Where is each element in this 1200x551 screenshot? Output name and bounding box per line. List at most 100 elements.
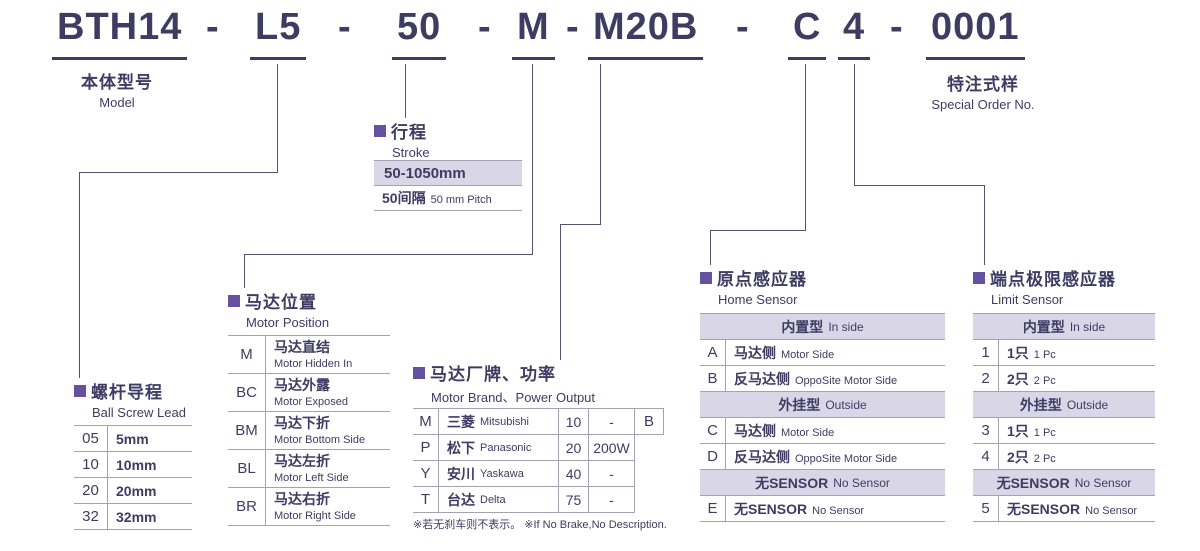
position-en: Motor Left Side (274, 471, 349, 484)
connector-home-v2 (710, 230, 711, 265)
lead-value: 5mm (116, 430, 149, 447)
motor-position-title-en: Motor Position (246, 315, 330, 330)
sensor-en: OppoSite Motor Side (795, 452, 898, 465)
lead-code: 10 (74, 452, 108, 477)
table-row: 4 2只 2 Pc (973, 444, 1155, 470)
group-header-zh: 外挂型 (778, 396, 821, 413)
stroke-title-zh: 行程 (391, 123, 427, 142)
table-header-row: 内置型 In side (973, 314, 1155, 340)
connector-limit-v2 (984, 185, 985, 265)
sensor-en: No Sensor (1085, 504, 1138, 517)
sensor-zh: 马达侧 (734, 344, 776, 361)
square-bullet-icon (700, 271, 712, 284)
position-code: BL (228, 450, 266, 487)
connector-lead-h (79, 172, 278, 173)
power-value: 200W (589, 435, 635, 460)
ball-screw-lead-section-title: 螺杆导程 Ball Screw Lead (74, 378, 186, 420)
lead-code: 20 (74, 478, 108, 503)
special-order-label-en: Special Order No. (931, 97, 1035, 112)
home-sensor-title-en: Home Sensor (718, 292, 798, 307)
code-segment-stroke: 50 (392, 6, 447, 60)
lead-value: 32mm (116, 508, 157, 525)
sensor-en: 1 Pc (1033, 348, 1056, 361)
table-row: A 马达侧 Motor Side (700, 340, 945, 366)
code-dash: - (338, 6, 351, 48)
square-bullet-icon (228, 294, 240, 307)
brand-code: Y (413, 461, 439, 486)
group-header-zh: 无SENSOR (996, 474, 1070, 491)
motor-brand-section-title: 马达厂牌、功率 Motor Brand、Power Output (413, 360, 595, 406)
group-header-zh: 无SENSOR (755, 474, 829, 491)
code-dash: - (478, 6, 491, 48)
table-row: 05 5mm (74, 426, 192, 452)
position-code: BR (228, 488, 266, 525)
position-zh: 马达下折 (274, 415, 330, 432)
square-bullet-icon (374, 124, 386, 137)
table-row: M 马达直结 Motor Hidden In (228, 336, 390, 374)
lead-value: 10mm (116, 456, 157, 473)
motor-brand-table: M 三菱 Mitsubishi 10 - P 松下 Panasonic 20 2… (413, 408, 635, 513)
sensor-zh: 反马达侧 (734, 448, 790, 465)
connector-brand-v1 (600, 64, 601, 224)
brand-zh: 台达 (447, 491, 475, 508)
table-row: D 反马达侧 OppoSite Motor Side (700, 444, 945, 470)
sensor-code: 3 (973, 418, 999, 443)
connector-position-v2 (244, 254, 245, 288)
group-header-en: Outside (825, 397, 867, 412)
sensor-zh: 马达侧 (734, 422, 776, 439)
sensor-en: No Sensor (812, 504, 865, 517)
table-row: 3 1只 1 Pc (973, 418, 1155, 444)
table-row: BR 马达右折 Motor Right Side (228, 488, 390, 526)
group-header-en: In side (1069, 319, 1106, 334)
position-zh: 马达直结 (274, 339, 330, 356)
table-row: 1 1只 1 Pc (973, 340, 1155, 366)
sensor-code: E (700, 496, 726, 521)
power-value: - (589, 487, 635, 512)
sensor-code: 4 (973, 444, 999, 469)
brand-zh: 安川 (447, 465, 475, 482)
table-header-row: 外挂型 Outside (700, 392, 945, 418)
ball-screw-title-zh: 螺杆导程 (91, 383, 163, 402)
code-segment-lead: L5 (250, 6, 307, 60)
lead-value: 20mm (116, 482, 157, 499)
table-row: E 无SENSOR No Sensor (700, 496, 945, 522)
stroke-section-title: 行程 Stroke (374, 118, 430, 160)
power-code: 10 (559, 409, 589, 434)
position-code: BC (228, 374, 266, 411)
connector-lead-v2 (79, 172, 80, 378)
table-header-row: 外挂型 Outside (973, 392, 1155, 418)
sensor-code: 5 (973, 496, 999, 521)
table-row: Y 安川 Yaskawa 40 - (413, 461, 635, 487)
sensor-code: 1 (973, 340, 999, 365)
connector-lead-v1 (277, 64, 278, 172)
table-row: 10 10mm (74, 452, 192, 478)
sensor-code: A (700, 340, 726, 365)
brake-option-cell: B (634, 408, 664, 435)
table-row: T 台达 Delta 75 - (413, 487, 635, 513)
connector-position-v1 (532, 64, 533, 254)
motor-brand-title-en: Motor Brand、Power Output (431, 390, 596, 405)
brake-note-en: ※If No Brake,No Description. (524, 519, 667, 531)
sensor-code: C (700, 418, 726, 443)
sensor-zh: 无SENSOR (734, 500, 808, 517)
table-row: B 反马达侧 OppoSite Motor Side (700, 366, 945, 392)
code-dash: - (566, 6, 579, 48)
sensor-en: Motor Side (781, 348, 835, 361)
special-order-label: 特注式样 Special Order No. (903, 70, 1063, 112)
square-bullet-icon (74, 384, 86, 397)
table-row: C 马达侧 Motor Side (700, 418, 945, 444)
table-row: 50-1050mm (374, 161, 522, 186)
limit-sensor-table: 内置型 In side 1 1只 1 Pc 2 2只 2 Pc 外挂型 Outs… (973, 313, 1155, 522)
table-header-row: 无SENSOR No Sensor (700, 470, 945, 496)
brand-code: P (413, 435, 439, 460)
table-row: 32 32mm (74, 504, 192, 530)
connector-brand-v2 (560, 224, 561, 360)
brand-en: Mitsubishi (480, 415, 529, 428)
brand-en: Delta (480, 493, 506, 506)
sensor-en: OppoSite Motor Side (795, 374, 898, 387)
code-segment-home: C (788, 6, 827, 60)
square-bullet-icon (413, 366, 425, 379)
code-segment-special: 0001 (926, 6, 1025, 60)
special-order-label-zh: 特注式样 (947, 75, 1019, 94)
power-value: - (589, 409, 635, 434)
